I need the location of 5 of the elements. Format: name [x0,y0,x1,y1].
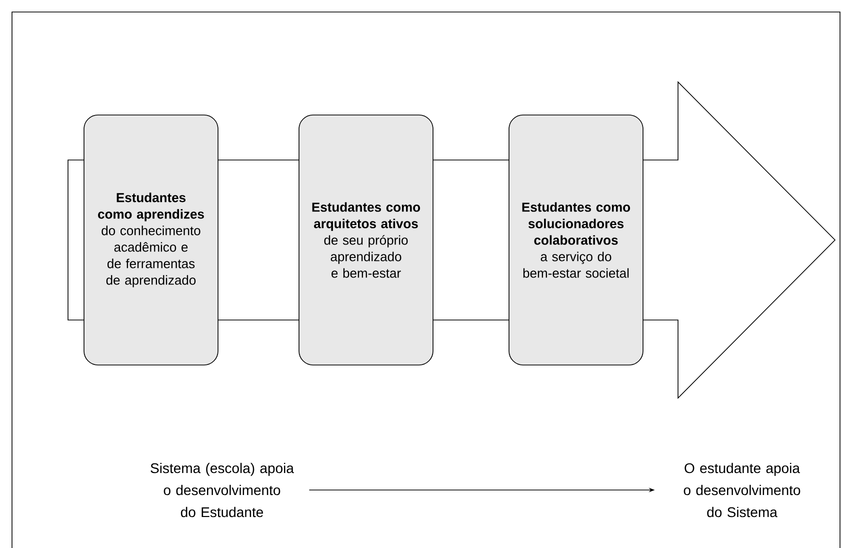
process-box: Estudantes como arquitetos ativos de seu próprio aprendizado e bem-estar [298,114,434,366]
caption-text: O estudante apoia o desenvolvimento do Sistema [684,462,800,518]
process-box: Estudantes como solucionadores colaborativos a serviço do bem-estar societal [508,114,644,366]
process-box: Estudantes como aprendizes do conhecimento acadêmico e de ferramentas de aprendizado [84,114,218,366]
caption-text: Sistema (escola) apoia o desenvolvimento do Estudante [150,462,294,518]
